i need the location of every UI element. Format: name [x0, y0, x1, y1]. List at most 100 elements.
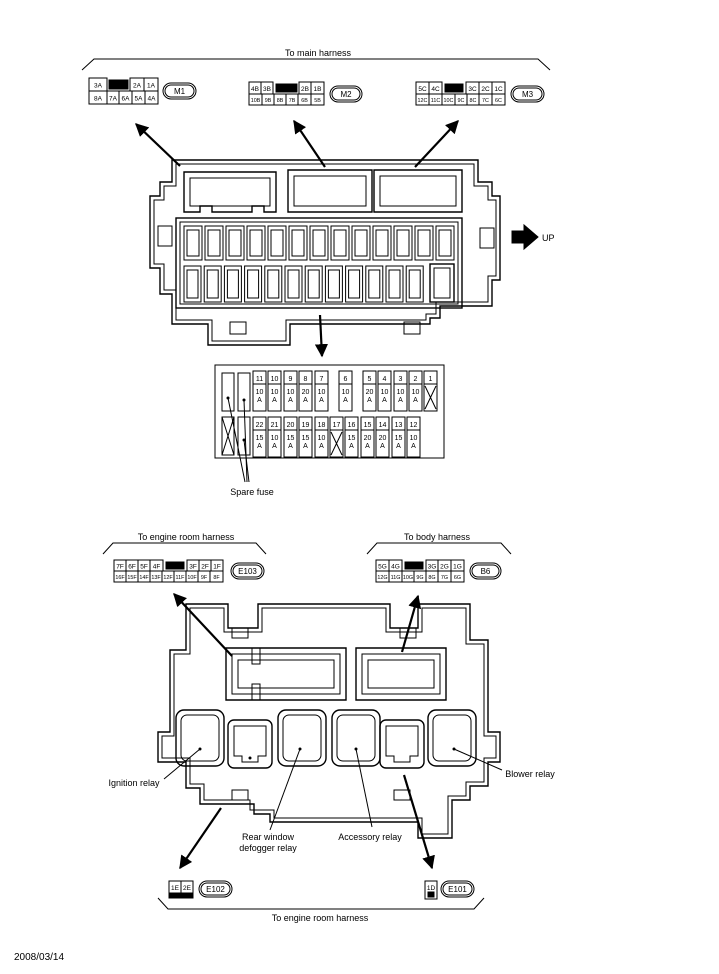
- fuse-slot: [372, 225, 392, 261]
- pin-label: 8G: [428, 575, 435, 581]
- connector-id-e103: E103: [238, 567, 257, 576]
- fuse-rating: 20: [366, 389, 374, 396]
- fuse-number: 22: [256, 422, 264, 429]
- accessory-relay-label: Accessory relay: [338, 832, 402, 842]
- fuse-cell: [375, 416, 390, 458]
- fuse-rating: 15: [256, 435, 264, 442]
- fuse-unit: A: [411, 443, 416, 450]
- fuse-number: 15: [364, 422, 372, 429]
- engine-room-harness-bracket-bottom: To engine room harness: [157, 897, 485, 923]
- connector-m1: 3A 2A 1A 8A 7A 6A 5A 4A M1: [88, 77, 197, 105]
- fuse-rating: 10: [342, 389, 350, 396]
- fuse-rating: 15: [348, 435, 356, 442]
- pin-label: 6A: [122, 96, 131, 103]
- fuse-rating: 10: [318, 389, 326, 396]
- pin-label: 7F: [116, 564, 124, 571]
- pin-label: 10G: [403, 575, 413, 581]
- fuse-cell: [406, 416, 421, 458]
- fuse-number: 6: [344, 376, 348, 383]
- pin-label: 6G: [454, 575, 461, 581]
- connector-id-m1: M1: [174, 87, 186, 96]
- fuse-number: 13: [395, 422, 403, 429]
- fuse-rating: 10: [412, 389, 420, 396]
- fuse-unit: A: [272, 443, 277, 450]
- pin-label: 6F: [128, 564, 136, 571]
- fuse-unit: A: [398, 397, 403, 404]
- pin-label: 5B: [314, 98, 321, 104]
- fuse-rating: 10: [410, 435, 418, 442]
- fuse-unit: A: [343, 397, 348, 404]
- connector-id-e101: E101: [448, 885, 467, 894]
- pin-label: 1E: [171, 885, 180, 892]
- fuse-rating: 10: [397, 389, 405, 396]
- pin-label: 7A: [109, 96, 118, 103]
- fuse-number: 19: [302, 422, 310, 429]
- fuse-slot: [304, 265, 323, 303]
- pin-label: 8A: [94, 96, 103, 103]
- fuse-number: 2: [414, 376, 418, 383]
- fuse-unit: A: [257, 397, 262, 404]
- fuse-number: 12: [410, 422, 418, 429]
- fuse-slot: [288, 225, 308, 261]
- pin-label: 1D: [427, 885, 436, 892]
- pin-label: 3F: [189, 564, 197, 571]
- fuse-number: 1: [429, 376, 433, 383]
- pin-label: 11C: [431, 98, 441, 104]
- up-indicator: UP: [511, 223, 555, 251]
- pin-label: 10F: [187, 575, 197, 581]
- fuse-slot: [267, 225, 287, 261]
- fuse-unit: A: [257, 443, 262, 450]
- fuse-rating: 10: [287, 389, 295, 396]
- connector-id-e102: E102: [206, 885, 225, 894]
- fuse-slot: [365, 265, 384, 303]
- fuse-cell: [267, 370, 282, 412]
- fuse-cell: [338, 370, 353, 412]
- pin-label: 3B: [263, 86, 271, 93]
- relay-callouts: Ignition relay Rear window defogger rela…: [108, 748, 555, 853]
- fuse-cell: [344, 416, 359, 458]
- fuse-rating: 10: [271, 435, 279, 442]
- fuse-unit: A: [396, 443, 401, 450]
- fuse-number: 10: [271, 376, 279, 383]
- pin-label: 9F: [201, 575, 208, 581]
- fuse-chart-cells: 1110A1010A910A820A710A610A520A410A310A21…: [252, 370, 438, 458]
- fuse-number: 3: [399, 376, 403, 383]
- fuse-rating: 10: [381, 389, 389, 396]
- fuse-cell: [377, 370, 392, 412]
- pin-label: 7B: [289, 98, 296, 104]
- ignition-relay-label: Ignition relay: [108, 778, 160, 788]
- date-stamp: 2008/03/14: [14, 952, 65, 963]
- pin-label: 8F: [213, 575, 220, 581]
- bottom-arrows: [173, 593, 435, 870]
- fuse-slot: [264, 265, 283, 303]
- pin-label: 4F: [153, 564, 161, 571]
- fuse-number: 21: [271, 422, 279, 429]
- pin-label: 11F: [176, 575, 186, 581]
- fuse-slot: [345, 265, 364, 303]
- fuse-number: 16: [348, 422, 356, 429]
- fuse-cell: [423, 370, 438, 412]
- connector-e101: 1D E101: [424, 880, 475, 900]
- pin-label: 3A: [94, 83, 103, 90]
- pin-label: 9B: [265, 98, 272, 104]
- pin-label: 9C: [458, 98, 465, 104]
- fuse-number: 9: [289, 376, 293, 383]
- pin-label: 7C: [482, 98, 489, 104]
- pin-label: 16F: [115, 575, 125, 581]
- engine-room-harness-bracket-top: To engine room harness: [102, 532, 267, 555]
- fuse-rating: 20: [379, 435, 387, 442]
- fuse-slot: [435, 225, 455, 261]
- fuse-cell: [283, 370, 298, 412]
- fuse-number: 8: [304, 376, 308, 383]
- fuse-cell: [298, 416, 313, 458]
- fuse-rating: 15: [287, 435, 295, 442]
- pin-label: 8C: [470, 98, 477, 104]
- fuse-slot: [246, 225, 266, 261]
- spare-fuse-callout: Spare fuse: [227, 397, 274, 497]
- fuse-unit: A: [272, 397, 277, 404]
- fuse-number: 7: [320, 376, 324, 383]
- pin-label: 5G: [378, 564, 387, 571]
- fuse-unit: A: [382, 397, 387, 404]
- connector-m3: 5C 4C 3C 2C 1C 12C 11C 10C 9C 8C 7C 6C M…: [415, 81, 545, 106]
